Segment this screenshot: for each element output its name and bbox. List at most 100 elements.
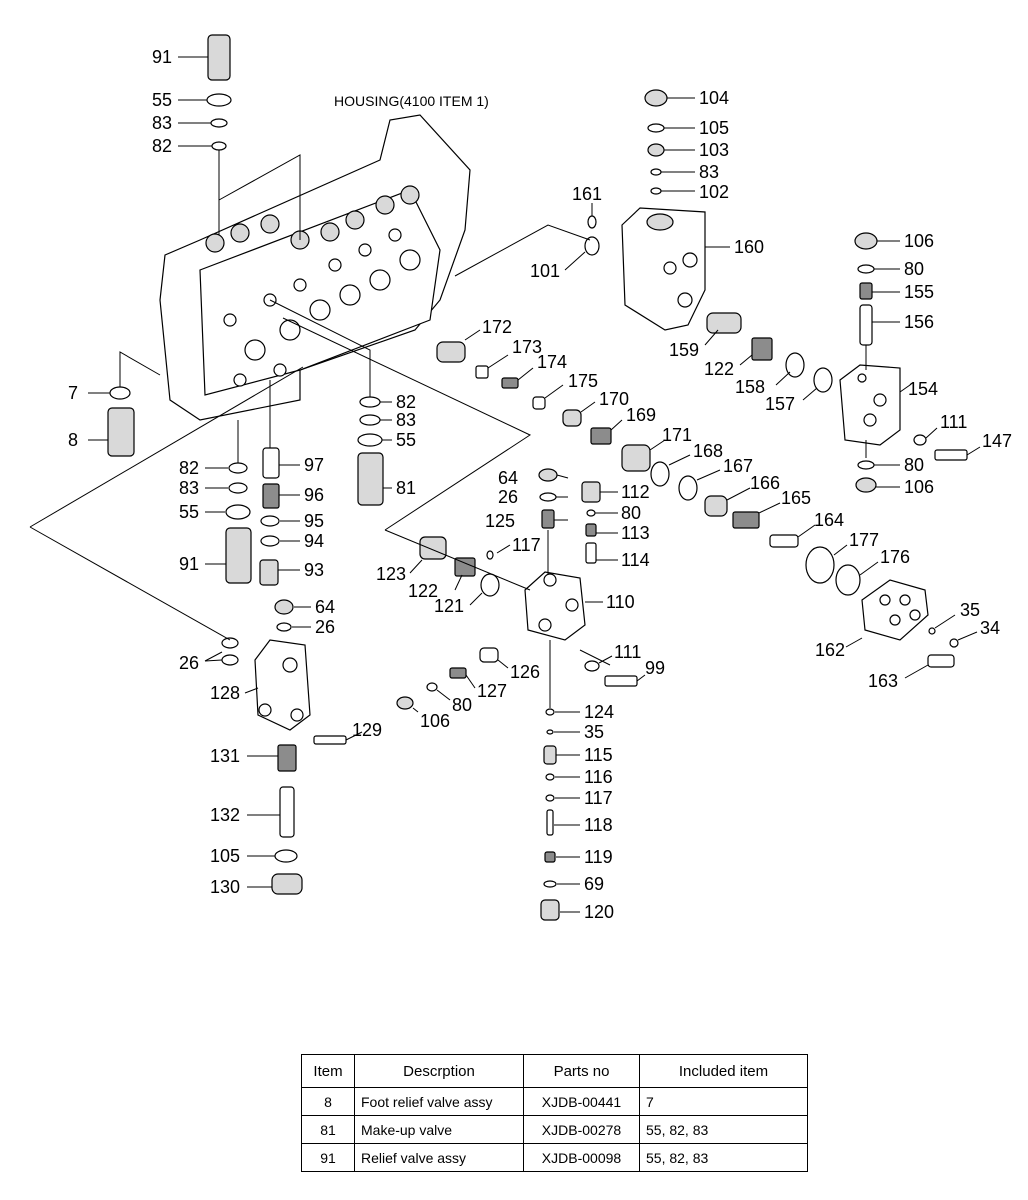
callout-label: 106 xyxy=(420,711,450,731)
callout-label: 171 xyxy=(662,425,692,445)
callout-label: 55 xyxy=(152,90,172,110)
callout-label: 162 xyxy=(815,640,845,660)
callout-label: 69 xyxy=(584,874,604,894)
callout-label: 112 xyxy=(621,482,650,502)
callout-label: 96 xyxy=(304,485,324,505)
callout-label: 126 xyxy=(510,662,540,682)
callout-label: 91 xyxy=(179,554,199,574)
table-header-row: Item Descrption Parts no Included item xyxy=(301,1054,808,1088)
parts-table: Item Descrption Parts no Included item 8… xyxy=(301,1054,808,1172)
callout-label: 122 xyxy=(408,581,438,601)
header-item: Item xyxy=(301,1054,355,1088)
callout-label: 55 xyxy=(179,502,199,522)
callout-label: 132 xyxy=(210,805,240,825)
callout-label: 117 xyxy=(584,788,613,808)
table-row: 8 Foot relief valve assy XJDB-00441 7 xyxy=(301,1087,808,1116)
small-parts xyxy=(107,34,968,921)
callout-label: 125 xyxy=(485,511,515,531)
callout-label: 35 xyxy=(584,722,604,742)
callout-label: 95 xyxy=(304,511,324,531)
cover-154 xyxy=(839,364,901,446)
callout-label: 113 xyxy=(621,523,650,543)
header-parts-no: Parts no xyxy=(523,1054,640,1088)
guide-lines xyxy=(29,56,981,913)
header-included-item: Included item xyxy=(639,1054,808,1088)
callout-label: 64 xyxy=(498,468,518,488)
cell-parts-no: XJDB-00441 xyxy=(523,1087,640,1116)
table-row: 91 Relief valve assy XJDB-00098 55, 82, … xyxy=(301,1143,808,1172)
callout-label: 82 xyxy=(179,458,199,478)
callout-label: 83 xyxy=(152,113,172,133)
callout-label: 170 xyxy=(599,389,629,409)
callout-label: 80 xyxy=(621,503,641,523)
callout-label: 127 xyxy=(477,681,507,701)
callout-label: 106 xyxy=(904,231,934,251)
callout-label: 124 xyxy=(584,702,614,722)
callout-label: 91 xyxy=(152,47,172,67)
cover-162 xyxy=(861,579,929,641)
callout-label: 82 xyxy=(152,136,172,156)
callout-label: 174 xyxy=(537,352,567,372)
callout-label: 105 xyxy=(210,846,240,866)
callout-label: 177 xyxy=(849,530,879,550)
callout-label: 157 xyxy=(765,394,795,414)
callout-label: 103 xyxy=(699,140,729,160)
callout-label: 176 xyxy=(880,547,910,567)
callout-label: 167 xyxy=(723,456,753,476)
callout-label: 83 xyxy=(699,162,719,182)
cell-item: 81 xyxy=(301,1115,355,1144)
cell-parts-no: XJDB-00098 xyxy=(523,1143,640,1172)
callout-label: 156 xyxy=(904,312,934,332)
callout-label: 175 xyxy=(568,371,598,391)
cell-included-item: 55, 82, 83 xyxy=(639,1143,808,1172)
callout-label: 130 xyxy=(210,877,240,897)
callout-label: 99 xyxy=(645,658,665,678)
callout-label: 106 xyxy=(904,477,934,497)
callout-label: 35 xyxy=(960,600,980,620)
callout-label: 160 xyxy=(734,237,764,257)
callout-label: 159 xyxy=(669,340,699,360)
cell-description: Relief valve assy xyxy=(354,1143,524,1172)
callout-label: 161 xyxy=(572,184,602,204)
cell-description: Make-up valve xyxy=(354,1115,524,1144)
callout-label: 163 xyxy=(868,671,898,691)
callout-label: 102 xyxy=(699,182,729,202)
callout-label: 80 xyxy=(904,455,924,475)
callout-label: 55 xyxy=(396,430,416,450)
callout-label: 173 xyxy=(512,337,542,357)
housing-title: HOUSING(4100 ITEM 1) xyxy=(334,93,489,109)
callout-label: 116 xyxy=(584,767,613,787)
callout-label: 131 xyxy=(210,746,240,766)
callout-label: 165 xyxy=(781,488,811,508)
callout-label: 80 xyxy=(904,259,924,279)
callout-label: 80 xyxy=(452,695,472,715)
callout-label: 121 xyxy=(434,596,464,616)
cell-included-item: 55, 82, 83 xyxy=(639,1115,808,1144)
callout-label: 118 xyxy=(584,815,613,835)
callout-label: 114 xyxy=(621,550,650,570)
callout-label: 97 xyxy=(304,455,324,475)
callout-label: 120 xyxy=(584,902,614,922)
callout-label: 169 xyxy=(626,405,656,425)
callout-label: 158 xyxy=(735,377,765,397)
block-110 xyxy=(524,571,586,641)
callout-label: 94 xyxy=(304,531,324,551)
callout-label: 82 xyxy=(396,392,416,412)
main-housing xyxy=(159,114,471,421)
callout-labels: 91 55 83 82 7 8 82 83 55 81 82 97 83 96 … xyxy=(68,47,1012,922)
callout-label: 93 xyxy=(304,560,324,580)
callout-label: 111 xyxy=(940,412,967,432)
callout-label: 155 xyxy=(904,282,934,302)
callout-label: 7 xyxy=(68,383,78,403)
callout-label: 128 xyxy=(210,683,240,703)
callout-label: 172 xyxy=(482,317,512,337)
callout-label: 168 xyxy=(693,441,723,461)
cell-item: 91 xyxy=(301,1143,355,1172)
cell-parts-no: XJDB-00278 xyxy=(523,1115,640,1144)
exploded-parts-diagram: HOUSING(4100 ITEM 1) xyxy=(29,34,1012,922)
callout-label: 83 xyxy=(396,410,416,430)
header-description: Descrption xyxy=(354,1054,524,1088)
cell-included-item: 7 xyxy=(639,1087,808,1116)
callout-label: 26 xyxy=(498,487,518,507)
callout-label: 104 xyxy=(699,88,729,108)
